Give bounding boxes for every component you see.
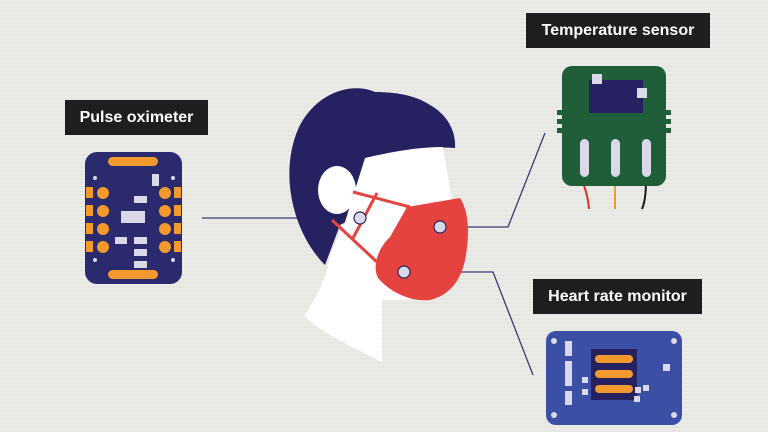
- ear: [318, 166, 356, 214]
- head-figure: [289, 88, 468, 362]
- temperature-sensor-board: [557, 66, 671, 210]
- sensor-point-ear: [353, 211, 367, 225]
- face: [304, 147, 452, 362]
- temperature-sensor-label: Temperature sensor: [526, 13, 710, 48]
- sensor-point-jaw: [397, 265, 411, 279]
- sensor-point-cheek: [433, 220, 447, 234]
- heart-rate-monitor-board: [546, 331, 682, 425]
- pulse-oximeter-label: Pulse oximeter: [65, 100, 208, 135]
- hair: [289, 88, 456, 265]
- pulse-oximeter-board: [85, 152, 182, 284]
- heart-rate-monitor-label: Heart rate monitor: [533, 279, 702, 314]
